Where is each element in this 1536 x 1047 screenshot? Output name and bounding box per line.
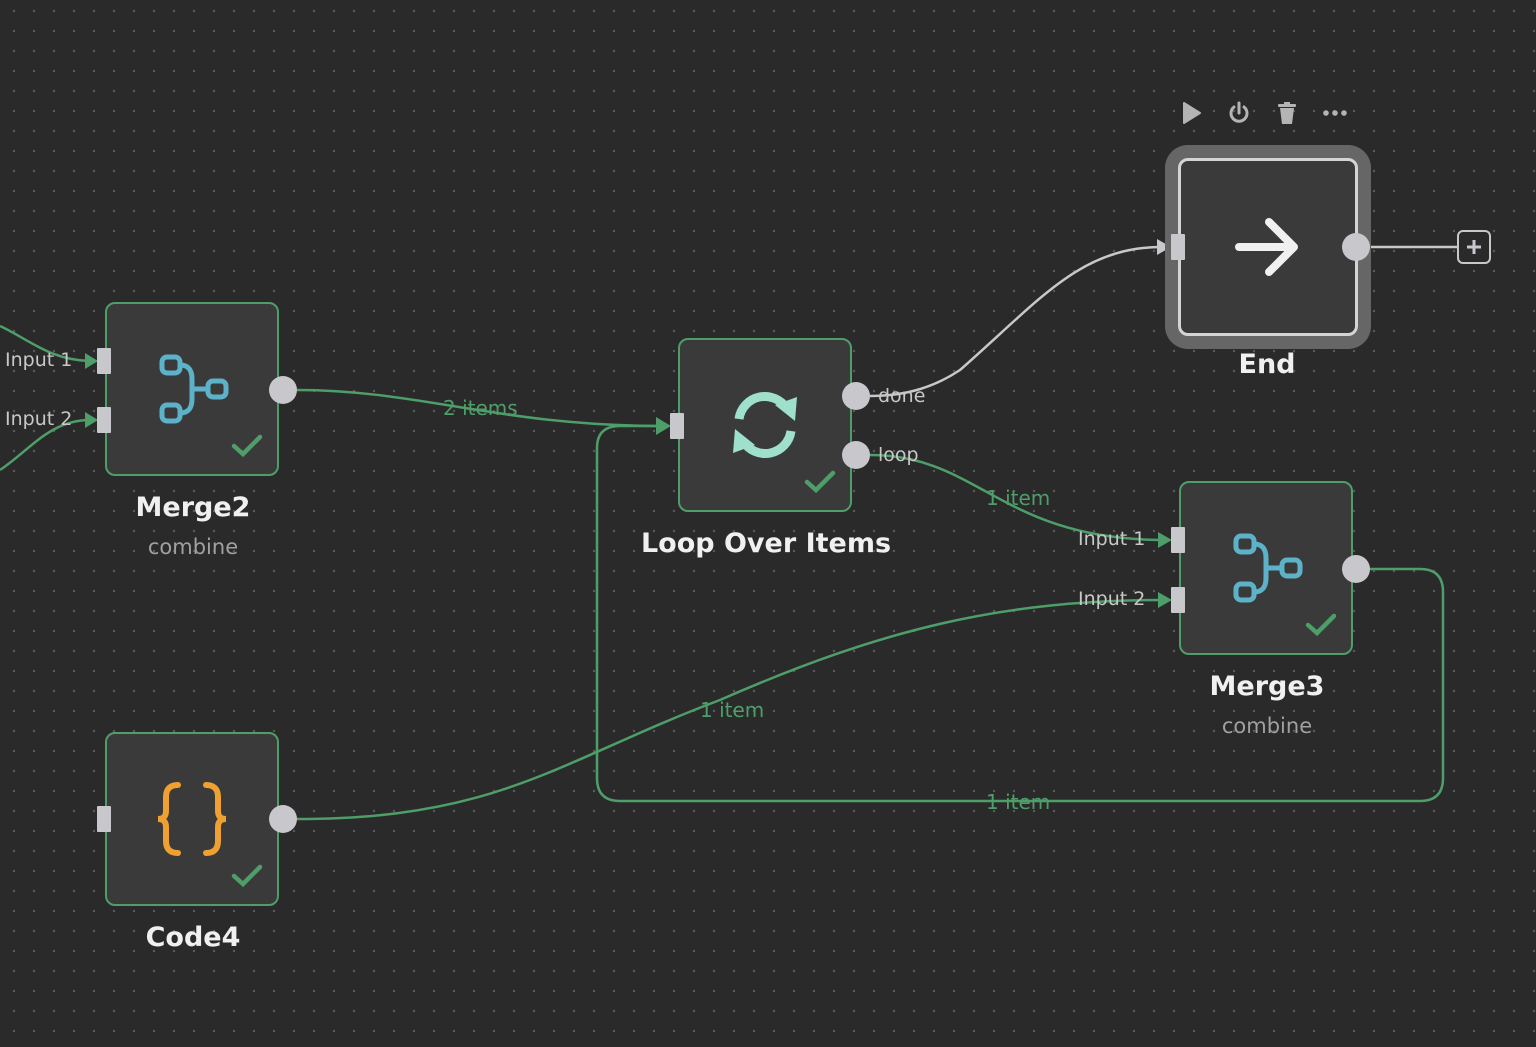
node-merge3[interactable]	[1179, 481, 1353, 655]
add-node-button[interactable]	[1457, 230, 1491, 264]
node-toolbar	[1176, 96, 1350, 130]
arrowhead	[85, 412, 98, 428]
connection-loop-end[interactable]	[869, 245, 1163, 398]
more-icon	[1323, 110, 1347, 116]
power-icon	[1229, 101, 1249, 123]
connection-merge3-loop[interactable]	[595, 424, 1445, 803]
merge3-input1-handle[interactable]	[1171, 527, 1185, 553]
success-check-icon	[1305, 613, 1337, 637]
merge3-output-handle[interactable]	[1342, 555, 1370, 583]
merge2-input1-handle[interactable]	[97, 348, 111, 374]
code4-output-handle[interactable]	[269, 805, 297, 833]
arrowhead	[656, 417, 671, 435]
connection-into-merge2-input2[interactable]	[0, 418, 91, 472]
node-loop-over-items[interactable]	[678, 338, 852, 512]
success-check-icon	[231, 864, 263, 888]
arrowhead	[1158, 532, 1172, 548]
merge2-input2-handle[interactable]	[97, 407, 111, 433]
end-output-handle[interactable]	[1342, 233, 1370, 261]
success-check-icon	[804, 470, 836, 494]
code4-title: Code4	[145, 922, 241, 953]
merge2-input2-label: Input 2	[5, 408, 73, 430]
end-title: End	[1238, 349, 1296, 380]
merge2-subtitle: combine	[147, 535, 239, 559]
deactivate-node-button[interactable]	[1224, 98, 1254, 128]
loop-loop-label: loop	[878, 444, 919, 466]
merge3-input2-label: Input 2	[1078, 588, 1146, 610]
loop-input-handle[interactable]	[670, 413, 684, 439]
arrowhead	[1158, 592, 1172, 608]
merge3-subtitle: combine	[1221, 714, 1313, 738]
plus-icon	[1467, 240, 1481, 254]
execute-node-button[interactable]	[1176, 98, 1206, 128]
connection-merge2-loop[interactable]	[296, 388, 663, 428]
merge2-input1-label: Input 1	[5, 349, 73, 371]
merge3-title: Merge3	[1209, 671, 1325, 702]
arrowhead	[1157, 239, 1171, 255]
merge-icon	[1181, 483, 1351, 653]
node-code4[interactable]	[105, 732, 279, 906]
merge3-input1-label: Input 1	[1078, 528, 1146, 550]
edge-label-code4-merge3: 1 item	[700, 698, 765, 722]
merge2-title: Merge2	[135, 492, 251, 523]
loop-icon	[680, 340, 850, 510]
merge2-output-handle[interactable]	[269, 376, 297, 404]
loop-done-output-handle[interactable]	[842, 382, 870, 410]
delete-node-button[interactable]	[1272, 98, 1302, 128]
play-icon	[1183, 102, 1201, 124]
connection-loop-merge3[interactable]	[869, 453, 1166, 542]
more-options-button[interactable]	[1320, 98, 1350, 128]
connection-code4-merge3[interactable]	[296, 598, 1166, 821]
arrow-right-icon	[1181, 161, 1355, 333]
loop-loop-output-handle[interactable]	[842, 441, 870, 469]
edge-label-loop-merge3: 1 item	[986, 486, 1051, 510]
connection-into-merge2-input1[interactable]	[0, 324, 91, 363]
edge-label-merge2-loop: 2 items	[443, 396, 518, 420]
merge-icon	[107, 304, 277, 474]
loop-done-label: done	[878, 385, 926, 407]
end-input-handle[interactable]	[1171, 234, 1185, 260]
arrowhead	[85, 353, 98, 369]
edge-label-merge3-loop: 1 item	[986, 790, 1051, 814]
merge3-input2-handle[interactable]	[1171, 587, 1185, 613]
trash-icon	[1278, 102, 1296, 124]
code4-input-handle[interactable]	[97, 806, 111, 832]
success-check-icon	[231, 434, 263, 458]
node-end[interactable]	[1178, 158, 1358, 336]
loop-title: Loop Over Items	[640, 528, 892, 559]
code-braces-icon	[107, 734, 277, 904]
node-merge2[interactable]	[105, 302, 279, 476]
